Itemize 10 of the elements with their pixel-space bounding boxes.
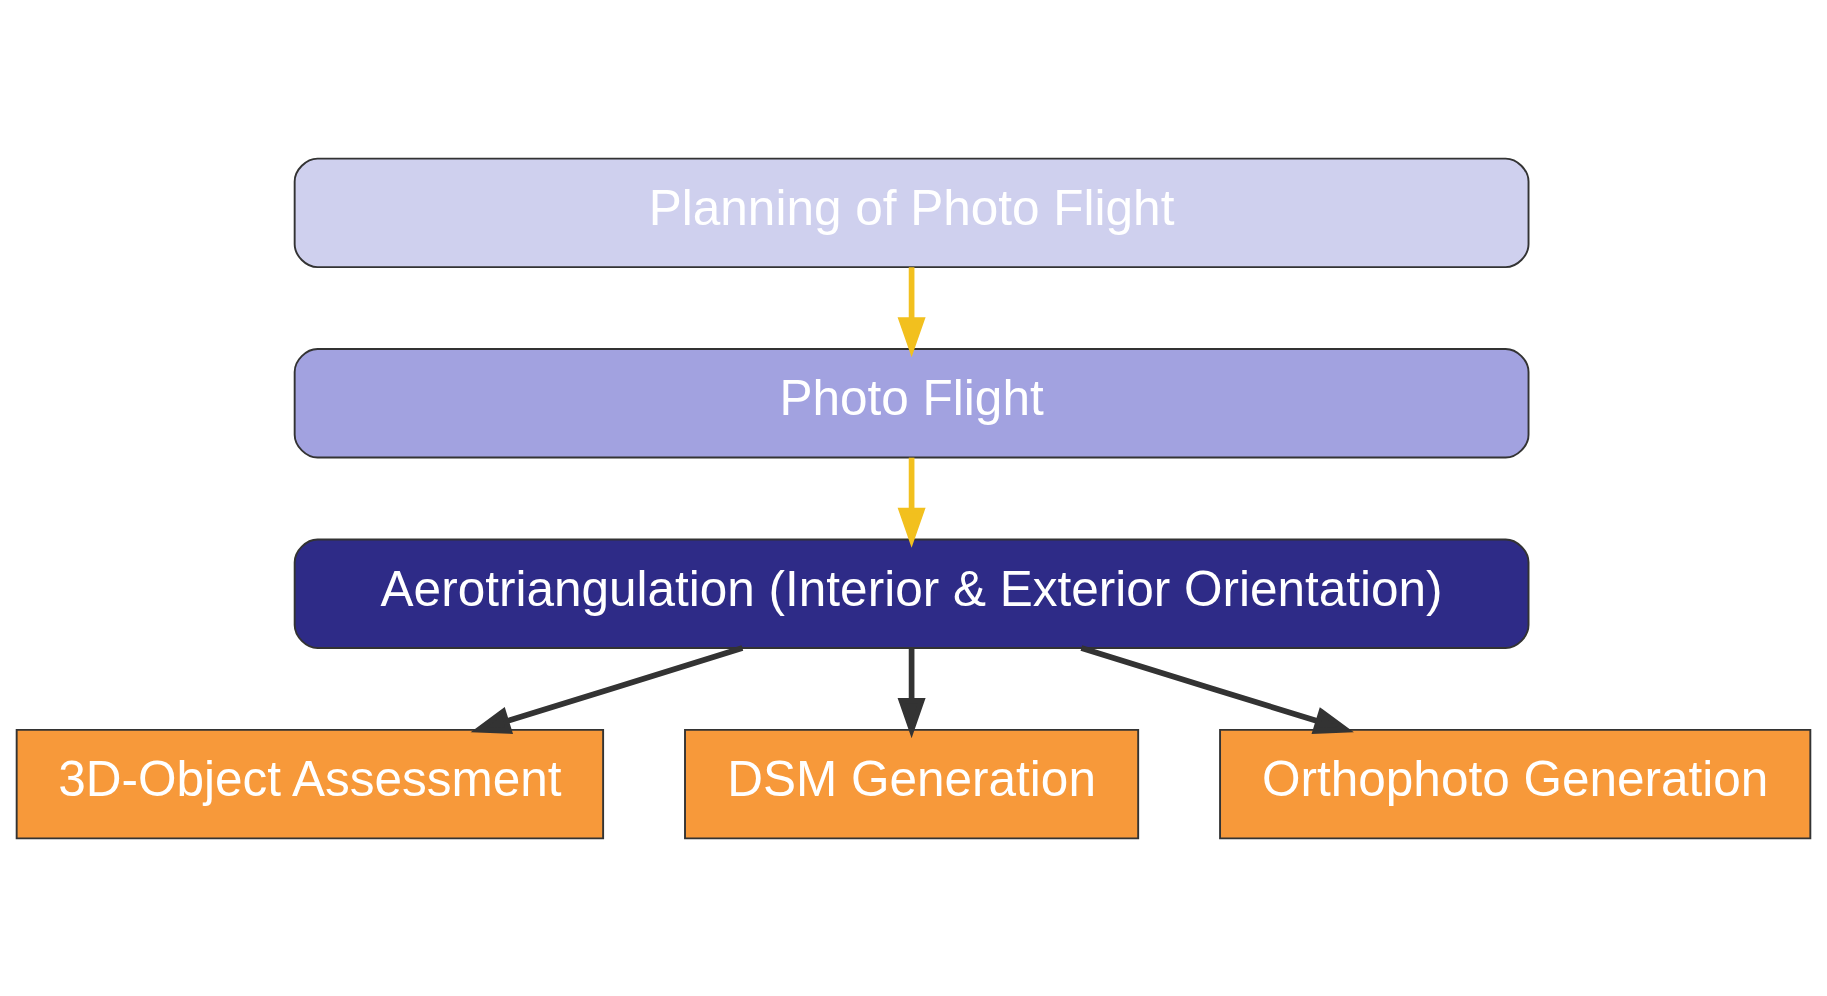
node-box: 3D-Object Assessment — [15, 728, 605, 839]
node-box: DSM Generation — [684, 728, 1140, 839]
node-box: Orthophoto Generation — [1219, 728, 1812, 839]
arrow — [470, 644, 744, 734]
arrow — [897, 266, 926, 357]
node-box: Photo Flight — [293, 347, 1530, 458]
arrow — [897, 457, 926, 548]
arrow — [1080, 644, 1354, 734]
node-box: Aerotriangulation (Interior & Exterior Orientation) — [293, 538, 1530, 649]
arrow — [897, 647, 926, 738]
